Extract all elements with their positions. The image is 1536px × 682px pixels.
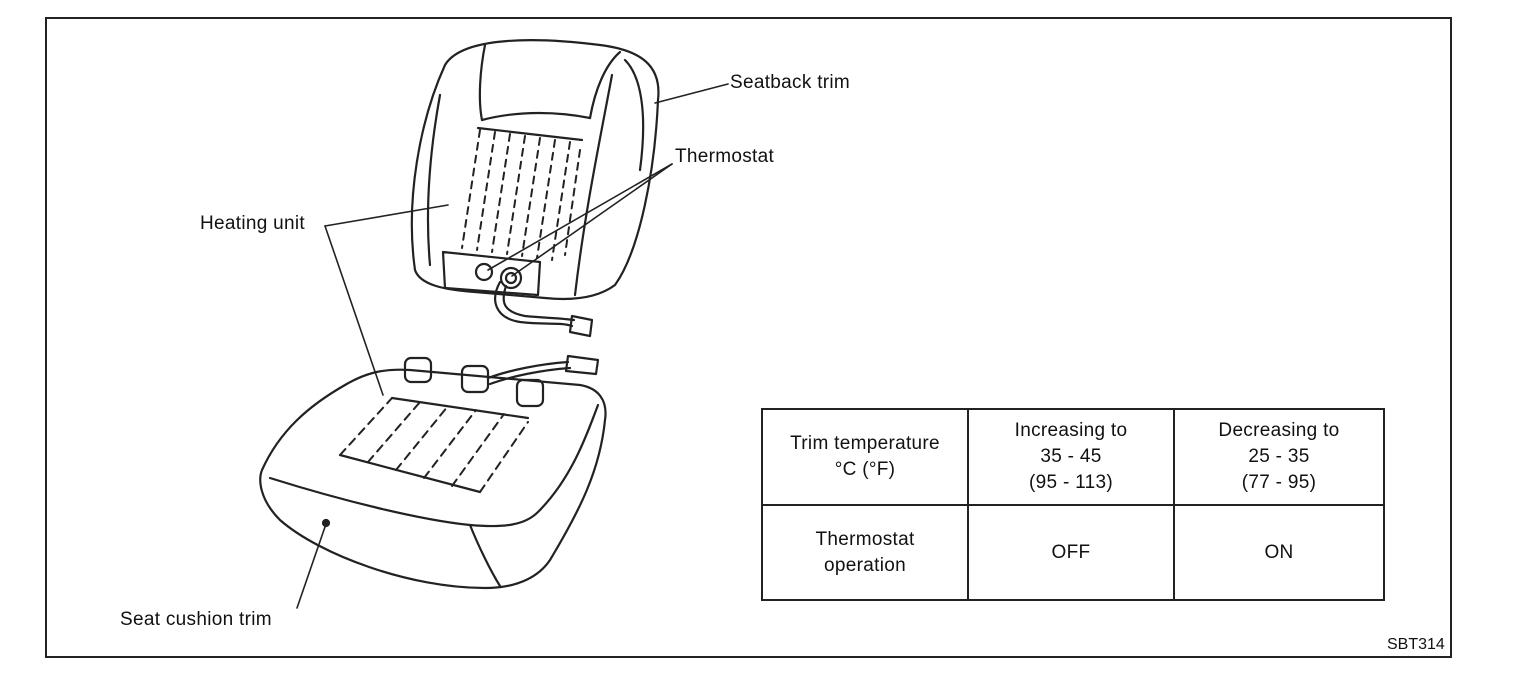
thermostat-operation-table: Trim temperature °C (°F) Increasing to 3… xyxy=(761,408,1385,601)
table-row: Thermostat operation OFF ON xyxy=(761,504,1385,601)
on-cell: ON xyxy=(1173,504,1385,601)
seatback-trim-label: Seatback trim xyxy=(730,72,851,93)
cushion-connector xyxy=(564,354,600,376)
trim-temperature-header-cell: Trim temperature °C (°F) xyxy=(761,408,969,506)
cushion-heating-grid xyxy=(339,397,529,493)
seat-cushion-trim-label: Seat cushion trim xyxy=(120,609,272,630)
seatback-outline xyxy=(410,39,660,300)
thermostat-2 xyxy=(499,266,523,290)
thermostat-label: Thermostat xyxy=(675,146,775,167)
table-row: Trim temperature °C (°F) Increasing to 3… xyxy=(761,408,1385,506)
seat-cushion xyxy=(259,354,607,590)
off-cell: OFF xyxy=(967,504,1175,601)
increasing-cell: Increasing to 35 - 45 (95 - 113) xyxy=(967,408,1175,506)
seat-cushion-outline xyxy=(259,368,607,590)
decreasing-cell: Decreasing to 25 - 35 (77 - 95) xyxy=(1173,408,1385,506)
leader-lines xyxy=(296,83,729,609)
seatback-heating-grid xyxy=(461,129,581,261)
figure-code: SBT314 xyxy=(1387,636,1445,653)
heating-unit-label: Heating unit xyxy=(200,213,306,234)
seatback-connector xyxy=(568,314,594,338)
thermostat-1 xyxy=(474,262,494,282)
seatback xyxy=(410,39,660,338)
thermostat-operation-header-cell: Thermostat operation xyxy=(761,504,969,601)
figure-frame xyxy=(45,17,1452,658)
